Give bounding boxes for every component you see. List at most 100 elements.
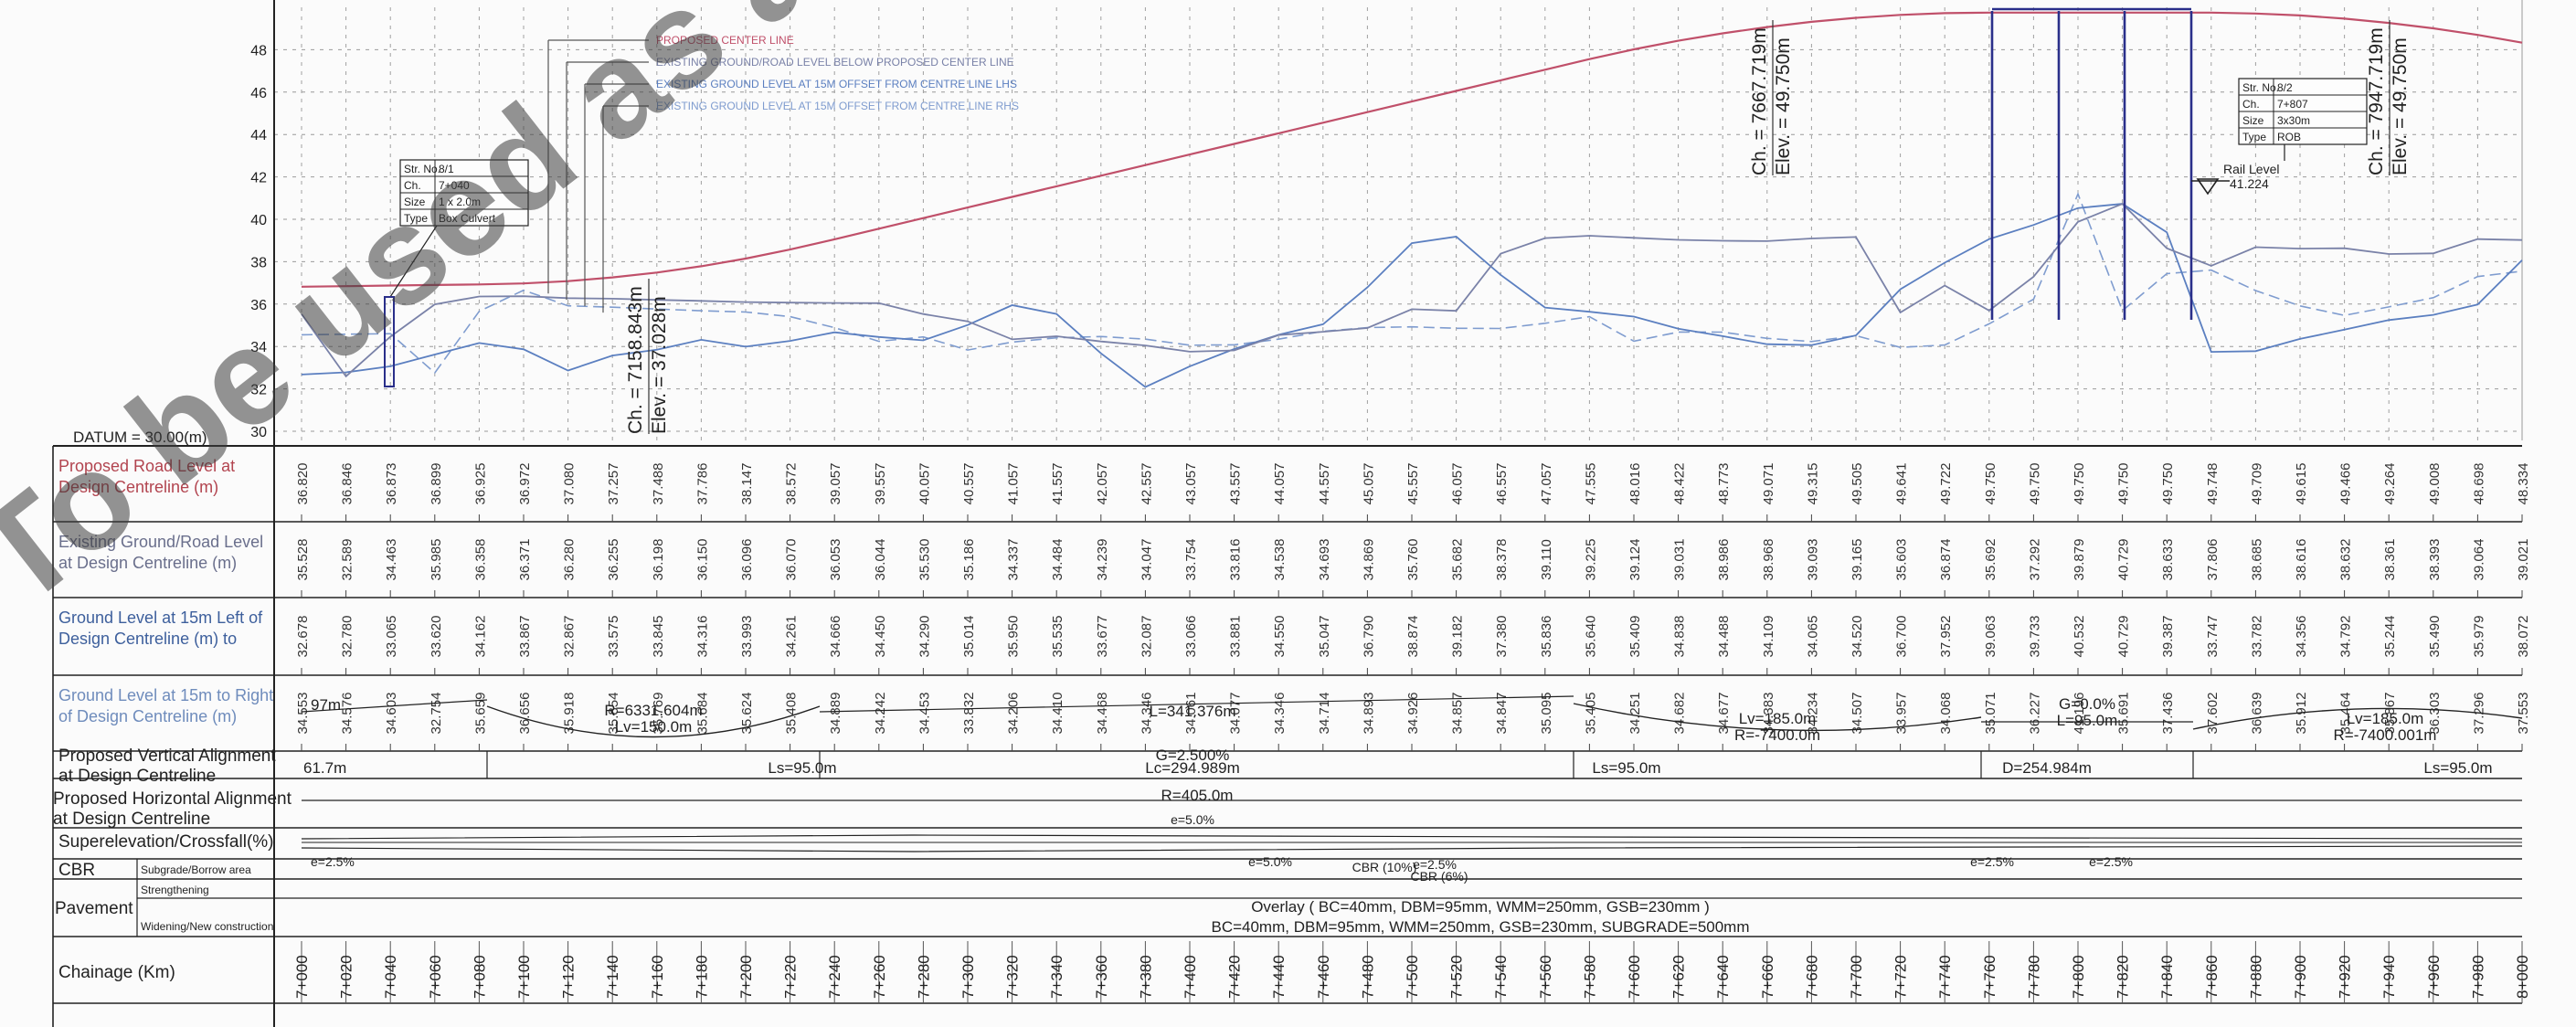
chainage-label: 7+060 (427, 955, 444, 999)
chainage-label: 7+000 (293, 955, 311, 999)
chainage-label: 7+480 (1359, 955, 1376, 999)
band-value: 33.677 (1095, 616, 1110, 658)
chainage-label: 7+400 (1182, 955, 1199, 999)
band-value: 33.832 (961, 693, 977, 735)
band-value: 37.602 (2205, 693, 2221, 735)
chainage-label: 7+260 (871, 955, 888, 999)
band-value: 36.820 (295, 463, 311, 505)
band-value: 49.709 (2249, 463, 2264, 505)
band-value: 34.792 (2338, 616, 2354, 658)
band-value: 37.786 (694, 463, 710, 505)
cbr-value-2: CBR (6%) (1410, 869, 1468, 884)
band-value: 34.234 (1805, 693, 1820, 735)
band-value: 39.387 (2160, 616, 2176, 658)
band-value: 33.620 (429, 616, 444, 658)
band-value: 34.666 (828, 616, 843, 658)
chainage-label: 7+700 (1848, 955, 1865, 999)
va-sag-curve (486, 705, 821, 738)
chainage-label: 7+440 (1270, 955, 1288, 999)
band-value: 38.072 (2516, 616, 2531, 658)
band-value: 49.315 (1805, 463, 1820, 505)
se-row-label: Superelevation/Crossfall(%) (58, 832, 274, 852)
band-value: 32.087 (1139, 616, 1154, 658)
band-value: 39.879 (2072, 539, 2087, 581)
band-value: 38.361 (2382, 539, 2398, 581)
band-value: 34.553 (295, 693, 311, 735)
band-value: 33.881 (1228, 616, 1244, 658)
band-value: 35.867 (2382, 693, 2398, 735)
structure-table-value: 7+040 (439, 179, 470, 192)
band-value: 34.869 (1361, 539, 1376, 581)
chainage-label: 7+240 (826, 955, 843, 999)
elevation-tick-label: 40 (250, 213, 267, 228)
band-value: 39.064 (2471, 539, 2486, 581)
band-value: 35.918 (562, 693, 578, 735)
band-value: 37.952 (1938, 616, 1954, 658)
band-value: 38.986 (1716, 539, 1732, 581)
band-value: 33.747 (2205, 616, 2221, 658)
elevation-tick-label: 32 (250, 383, 267, 398)
se-label: e=2.5% (2089, 854, 2133, 869)
band-value: 36.303 (2427, 693, 2443, 735)
band-label: Ground Level at 15m Left of (58, 609, 263, 627)
band-value: 49.008 (2427, 463, 2443, 505)
structure-table-key: Size (2242, 114, 2264, 127)
band-value: 48.016 (1627, 463, 1643, 505)
band-value: 35.950 (1006, 616, 1022, 658)
band-value: 36.280 (562, 539, 578, 581)
band-value: 36.873 (384, 463, 399, 505)
band-value: 37.257 (606, 463, 621, 505)
band-value: 34.889 (828, 693, 843, 735)
band-value: 39.057 (828, 463, 843, 505)
chainage-label: 7+980 (2469, 955, 2486, 999)
legend-entry: EXISTING GROUND LEVEL AT 15M OFFSET FROM… (656, 100, 1019, 112)
va-label: L=341.376m (1150, 703, 1236, 720)
band-value: 34.047 (1139, 539, 1154, 581)
band-value: 35.408 (784, 693, 800, 735)
se-label: e=2.5% (1413, 857, 1457, 872)
band-value: 40.532 (2072, 616, 2087, 658)
rail-level-marker (2196, 178, 2220, 196)
chainage-label: 8+000 (2514, 955, 2531, 999)
band-value: 48.698 (2471, 463, 2486, 505)
band-value: 32.589 (340, 539, 355, 581)
band-value: 37.380 (1494, 616, 1510, 658)
band-value: 34.603 (384, 693, 399, 735)
band-value: 39.557 (873, 463, 888, 505)
band-value: 35.071 (1983, 693, 1998, 735)
band-value: 39.031 (1672, 539, 1688, 581)
chainage-label: 7+100 (515, 955, 533, 999)
band-value: 35.769 (651, 693, 666, 735)
band-value: 34.468 (1095, 693, 1110, 735)
band-value: 42.557 (1139, 463, 1154, 505)
band-value: 48.773 (1716, 463, 1732, 505)
band-value: 49.641 (1894, 463, 1910, 505)
band-value: 35.409 (1627, 616, 1643, 658)
band-value: 34.061 (1183, 693, 1199, 735)
chainage-label: 7+460 (1315, 955, 1332, 999)
band-value: 34.693 (1317, 539, 1332, 581)
callout-elevation-label: Elev. = 37.028m (649, 296, 670, 434)
chainage-label: 7+080 (471, 955, 488, 999)
band-value: 49.505 (1850, 463, 1865, 505)
band-value: 35.186 (961, 539, 977, 581)
structure-table-value: 7+807 (2277, 98, 2308, 111)
structure-table-key: Type (2242, 131, 2266, 143)
structure-table-value: 8/1 (439, 163, 454, 175)
va-label: 97m (311, 696, 341, 714)
proposed-road-line (301, 11, 2523, 288)
chainage-row-label: Chainage (Km) (58, 963, 175, 982)
band-value: 49.750 (2072, 463, 2087, 505)
band-value: 36.070 (784, 539, 800, 581)
ha-label: D=254.984m (2002, 759, 2092, 777)
structure-table-key: Ch. (404, 179, 421, 192)
band-value: 35.691 (2116, 693, 2132, 735)
band-value: 37.080 (562, 463, 578, 505)
culvert-leader (389, 225, 438, 298)
band-value: 38.874 (1405, 616, 1421, 658)
chainage-label: 7+620 (1670, 955, 1688, 999)
ha-row-label: at Design Centreline (53, 810, 210, 829)
structure-table-value: 8/2 (2277, 81, 2293, 94)
lhs-ground-line (301, 203, 2523, 388)
band-value: 34.346 (1272, 693, 1288, 735)
